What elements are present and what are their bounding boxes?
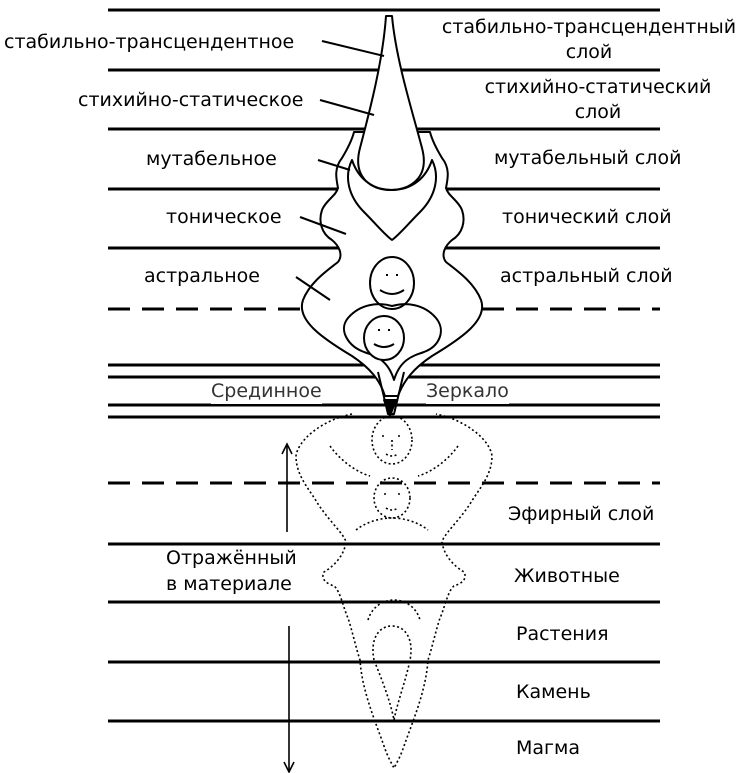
label-plants: Растения bbox=[516, 622, 609, 647]
upper-figure-drop bbox=[358, 16, 424, 190]
leader-line bbox=[320, 100, 374, 115]
label-tonic-layer: тонический слой bbox=[502, 205, 672, 230]
reflected-arms-inner bbox=[330, 446, 458, 476]
reflected-face-upper bbox=[382, 436, 400, 456]
label-astral: астральное bbox=[144, 264, 260, 289]
reflected-face-lower bbox=[384, 494, 400, 510]
label-elemental-static: стихийно-статическое bbox=[78, 88, 303, 113]
label-reflected-line1: Отражённый bbox=[166, 546, 297, 571]
reflected-figure-outline bbox=[296, 414, 492, 768]
label-mutable-layer: мутабельный слой bbox=[494, 146, 681, 171]
label-astral-layer: астральный слой bbox=[500, 264, 673, 289]
upright-head bbox=[364, 316, 404, 360]
label-animals: Животные bbox=[514, 564, 620, 589]
label-reflected-line2: в материале bbox=[166, 572, 292, 597]
arrows bbox=[282, 444, 294, 772]
label-stone: Камень bbox=[516, 680, 591, 705]
label-tonic: тоническое bbox=[166, 205, 282, 230]
upper-figure bbox=[302, 16, 482, 416]
reflected-figure bbox=[296, 414, 492, 768]
label-ether-layer: Эфирный слой bbox=[508, 502, 654, 527]
label-magma: Магма bbox=[516, 736, 580, 761]
reflected-tail-inner bbox=[373, 626, 411, 720]
label-stable-transcendent-layer: стабильно-трансцендентный слой bbox=[428, 15, 750, 65]
leader-line bbox=[322, 41, 384, 56]
label-elemental-static-layer: стихийно-статический слой bbox=[470, 75, 726, 125]
reflected-torso bbox=[356, 518, 428, 530]
label-mutable: мутабельное bbox=[146, 147, 277, 172]
inverted-head bbox=[370, 257, 414, 309]
label-mirror: Зеркало bbox=[426, 379, 509, 404]
label-stable-transcendent: стабильно-трансцендентное bbox=[4, 30, 294, 55]
label-median: Срединное bbox=[211, 379, 322, 404]
